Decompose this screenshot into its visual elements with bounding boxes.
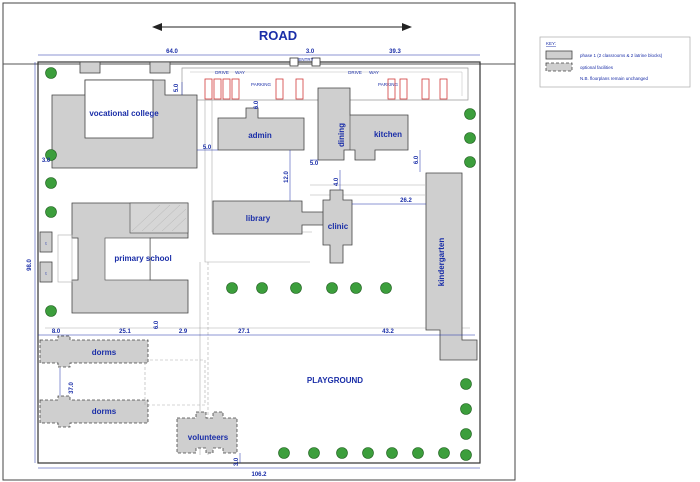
- legend-title: KEY:: [546, 41, 556, 46]
- toilet-1-label: t: [45, 241, 47, 246]
- dim-top-right: 39.3: [389, 49, 401, 55]
- gatehouse-right: [149, 61, 171, 74]
- dimension-lines: [34, 62, 480, 469]
- legend-note: N.B. floorplans remain unchanged: [580, 76, 649, 81]
- kindergarten-label: kindergarten: [437, 238, 446, 287]
- primary-school-optional-wing: [129, 202, 189, 234]
- vocational-college-label: vocational college: [89, 109, 159, 118]
- clinic-label: clinic: [328, 222, 349, 231]
- legend-swatch-optional: [545, 62, 573, 72]
- dim-25-1: 25.1: [119, 329, 131, 335]
- dim-bottom: 106.2: [251, 472, 267, 478]
- legend-label-optional: optional facilities: [580, 65, 614, 70]
- library-label: library: [246, 214, 271, 223]
- optional-court: [144, 359, 206, 406]
- dorms-2-label: dorms: [92, 407, 117, 416]
- dim-26-2: 26.2: [400, 198, 412, 204]
- way-label-right: WAY: [369, 70, 379, 75]
- dim-top-mid: 3.0: [306, 49, 315, 55]
- tree-icons: [45, 67, 476, 461]
- driveway-inner: [190, 71, 463, 96]
- dim-8-0: 8.0: [52, 329, 61, 335]
- dorms-2-building: [39, 395, 149, 428]
- toilet-enclosure: [57, 234, 73, 283]
- legend-box: [539, 36, 691, 88]
- dim-5-0-a: 5.0: [174, 83, 180, 92]
- dim-12-0: 12.0: [284, 171, 290, 183]
- entry-gate-icon: [289, 57, 321, 67]
- primary-school-label: primary school: [114, 254, 171, 263]
- toilet-block-1: [39, 231, 53, 253]
- road-label: ROAD: [259, 28, 297, 43]
- legend: KEY: phase 1 (2 classrooms & 2 latrine b…: [539, 36, 691, 88]
- dim-6-0-school: 6.0: [154, 320, 160, 329]
- walkways: [45, 100, 470, 455]
- primary-school-courtyard: [104, 237, 151, 281]
- dim-98-0: 98.0: [27, 259, 33, 271]
- dorms-1-label: dorms: [92, 348, 117, 357]
- vocational-college-courtyard: [84, 79, 154, 139]
- entry-label: ENTRY: [298, 57, 313, 62]
- hatch-pattern: [131, 204, 187, 232]
- volunteers-building: [176, 411, 238, 454]
- dim-6-0-kitchen: 6.0: [414, 155, 420, 164]
- drive-label-left: DRIVE: [215, 70, 229, 75]
- gatehouse-left: [79, 61, 101, 74]
- parking-bays: [204, 78, 448, 100]
- drive-label-right: DRIVE: [348, 70, 362, 75]
- dim-3-0-vol: 3.0: [234, 457, 240, 466]
- kitchen-label: kitchen: [374, 130, 402, 139]
- toilet-block-2: [39, 261, 53, 283]
- dorms-1-building: [39, 335, 149, 368]
- kindergarten-building: [425, 172, 478, 361]
- dim-43-2: 43.2: [382, 329, 394, 335]
- toilet-2-label: t: [45, 271, 47, 276]
- admin-building: [217, 107, 305, 151]
- site-boundary: [37, 61, 481, 464]
- playground-label: PLAYGROUND: [307, 376, 363, 385]
- dim-2-9: 2.9: [179, 329, 188, 335]
- dim-4-0: 4.0: [334, 177, 340, 186]
- volunteers-label: volunteers: [188, 433, 229, 442]
- dim-6-0-admin: 6.0: [254, 100, 260, 109]
- dim-27-1: 27.1: [238, 329, 250, 335]
- dim-5-0-c: 5.0: [310, 161, 319, 167]
- dim-37-0: 37.0: [69, 382, 75, 394]
- dim-5-0-b: 5.0: [203, 145, 212, 151]
- parking-label-left: PARKING: [251, 82, 271, 87]
- legend-swatch-phase1: [545, 50, 573, 60]
- admin-label: admin: [248, 131, 272, 140]
- dim-3-0-left: 3.0: [42, 158, 51, 164]
- dining-label: dining: [337, 123, 346, 147]
- way-label-left: WAY: [235, 70, 245, 75]
- clinic-building: [322, 189, 353, 264]
- dim-top-left: 64.0: [166, 49, 178, 55]
- road-arrow-icon: [152, 23, 412, 31]
- legend-label-phase1: phase 1 (2 classrooms & 2 latrine blocks…: [580, 53, 663, 58]
